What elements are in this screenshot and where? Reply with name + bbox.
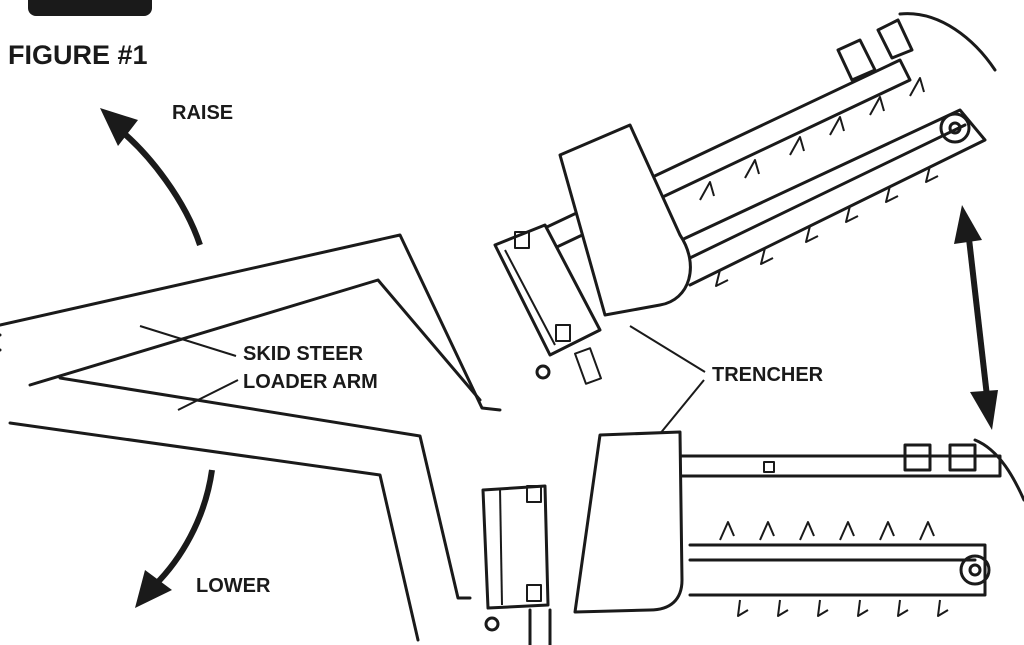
travel-double-arrow — [954, 205, 998, 430]
header-tab-block — [28, 0, 152, 16]
raise-label: RAISE — [172, 102, 234, 124]
loader-arm-lowered — [0, 333, 472, 642]
loader-arm-label-line1: SKID STEER — [243, 343, 364, 365]
loader-arm-label-line2: LOADER ARM — [243, 371, 378, 393]
lower-label: LOWER — [196, 575, 271, 597]
raise-arrow — [100, 108, 203, 246]
trencher-label: TRENCHER — [712, 364, 824, 386]
figure-title: FIGURE #1 — [8, 40, 148, 70]
leader-lines — [139, 325, 706, 447]
loader-arm-label: SKID STEER LOADER ARM — [243, 340, 378, 396]
trencher-lowered — [481, 430, 1024, 645]
trencher-raised — [493, 12, 997, 385]
lower-arrow — [135, 469, 215, 608]
loader-arm-raised — [0, 233, 502, 412]
